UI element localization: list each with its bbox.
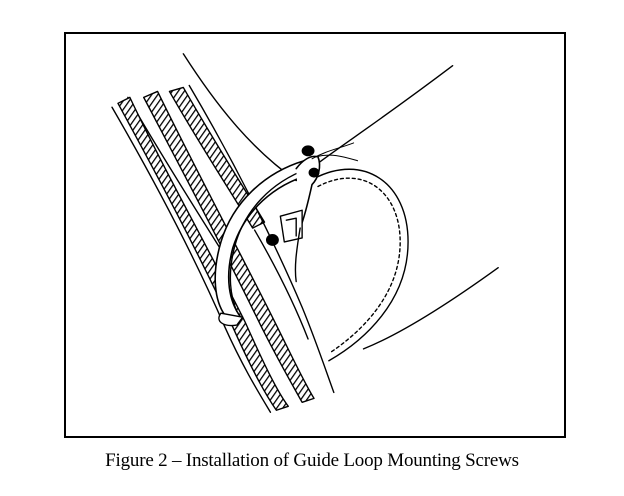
belt-strap-edge-right: [188, 84, 335, 394]
mounting-bracket-detail: [285, 217, 297, 237]
guide-loop-end: [218, 312, 244, 327]
mounting-screw-right: [308, 167, 320, 178]
thread-2: [315, 154, 359, 162]
belt-strap-mid: [253, 229, 309, 340]
guide-loop-inner: [229, 167, 309, 312]
belt-strap-band-1: [117, 96, 289, 411]
figure-caption: Figure 2 – Installation of Guide Loop Mo…: [105, 450, 519, 471]
guide-loop-illustration: [111, 53, 499, 413]
shoulder-cap-stitch: [317, 177, 401, 354]
guide-loop-shank: [294, 227, 301, 283]
mounting-screw-lower: [265, 234, 279, 246]
mounting-screw-top: [301, 145, 315, 157]
thread-1: [311, 142, 355, 160]
belt-strap-band-3: [168, 86, 266, 229]
figure-frame: [64, 32, 566, 438]
belt-strap-edge-left: [111, 106, 272, 413]
arm-outline-upper: [182, 53, 454, 182]
arm-outline-lower: [362, 266, 499, 350]
shoulder-cap: [313, 168, 409, 362]
arm-outline-left: [127, 96, 236, 273]
